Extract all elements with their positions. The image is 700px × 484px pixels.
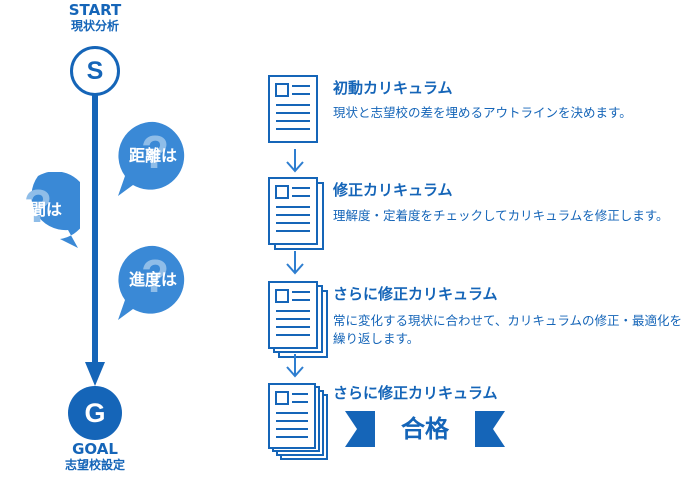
down-arrow-icon bbox=[286, 354, 304, 378]
down-arrow-icon bbox=[286, 251, 304, 275]
question-bubble-time: ? 時間は bbox=[0, 171, 90, 252]
step-3-description: 常に変化する現状に合わせて、カリキュラムの修正・最適化を繰り返します。 bbox=[333, 313, 683, 346]
question-label: 距離は bbox=[128, 146, 177, 165]
down-arrow-icon bbox=[286, 149, 304, 173]
question-bubble-distance: ? 距離は bbox=[113, 118, 193, 198]
step-1-description: 現状と志望校の差を埋めるアウトラインを決めます。 bbox=[333, 105, 632, 120]
document-stack-icon bbox=[268, 383, 328, 460]
document-stack-icon bbox=[268, 281, 328, 358]
ribbon-banner bbox=[345, 411, 505, 447]
goal-subtitle: 志望校設定 bbox=[64, 458, 125, 472]
timeline-arrow bbox=[85, 94, 105, 386]
start-subtitle: 現状分析 bbox=[70, 19, 119, 33]
step-3-title: さらに修正カリキュラム bbox=[333, 285, 498, 303]
step-2-description: 理解度・定着度をチェックしてカリキュラムを修正します。 bbox=[333, 208, 669, 223]
svg-text:?: ? bbox=[141, 250, 169, 302]
start-label: START bbox=[68, 1, 122, 19]
step-2-title: 修正カリキュラム bbox=[333, 181, 453, 199]
speech-bubble-icon: ? bbox=[118, 245, 185, 320]
svg-text:?: ? bbox=[24, 180, 52, 232]
step-1-title: 初動カリキュラム bbox=[333, 79, 453, 97]
speech-bubble-icon: ? bbox=[24, 171, 90, 248]
question-bubble-progress: ? 進度は bbox=[113, 242, 193, 322]
goal-label: GOAL bbox=[72, 440, 118, 458]
speech-bubble-icon: ? bbox=[118, 121, 185, 196]
svg-text:?: ? bbox=[141, 126, 169, 178]
document-stack-icon bbox=[268, 177, 324, 250]
step-4-title: さらに修正カリキュラム bbox=[333, 384, 498, 402]
start-node: S bbox=[70, 46, 120, 96]
goal-node: G bbox=[68, 386, 122, 440]
question-label: 進度は bbox=[128, 270, 177, 289]
pass-label: 合格 bbox=[401, 415, 449, 443]
question-label: 時間は bbox=[13, 200, 62, 219]
document-icon bbox=[268, 75, 318, 143]
